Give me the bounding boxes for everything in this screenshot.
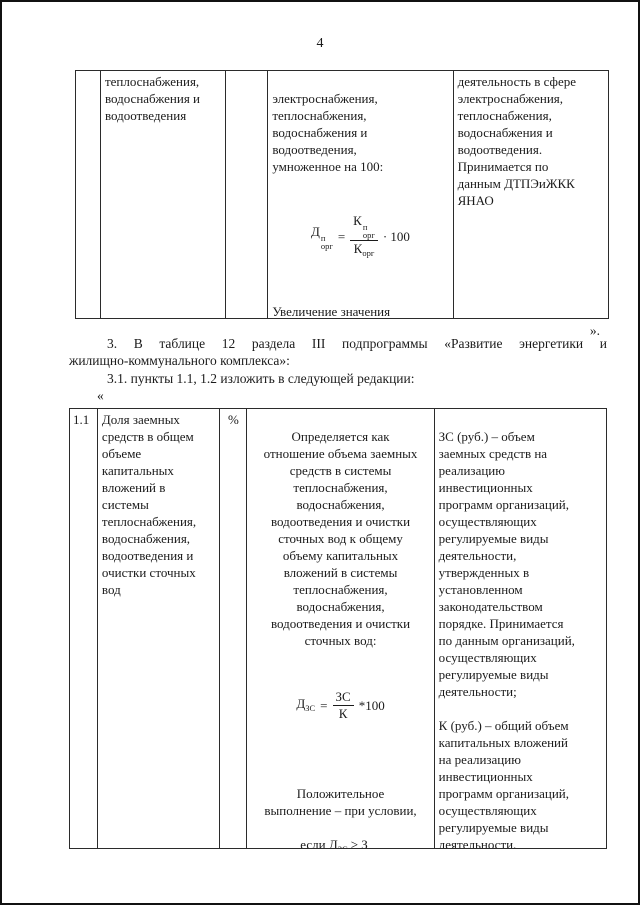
formula-lhs-sup: п <box>320 232 326 243</box>
row-number-cell: 1.1 <box>70 409 98 848</box>
page-number: 4 <box>316 36 324 51</box>
condition-sub-zs: ЗС <box>338 844 348 848</box>
equals-sign: = <box>337 229 346 244</box>
top-table-name-cell: теплоснабжения, водоснабжения и водоотве… <box>101 71 227 318</box>
condition-prefix: если Д <box>300 837 338 848</box>
fraction-denominator: К <box>338 706 348 721</box>
condition-sub-pok: пок <box>368 844 381 848</box>
paragraph-3-1-text: 3.1. пункты 1.1, 1.2 изложить в следующе… <box>107 371 415 386</box>
top-table-source-cell: деятельность в сфере электроснабжения, т… <box>457 74 577 208</box>
positive-condition-block: Положительное выполнение – при условии, … <box>251 768 429 848</box>
unit-cell: % <box>220 409 248 848</box>
variables-description-cell: ЗС (руб.) – объем заемных средств на реа… <box>435 409 606 848</box>
equals-sign: = <box>320 697 328 713</box>
multiplier-text: · 100 <box>382 229 410 244</box>
definition-text: Определяется как отношение объема заемны… <box>263 429 418 648</box>
paragraph-3-line1: 3. В таблице 12 раздела III подпрограммы… <box>107 336 607 351</box>
numerator-sub: орг <box>362 230 375 240</box>
indicator-name-cell: Доля заемных средств в общем объеме капи… <box>98 409 221 848</box>
top-table-number-cell <box>76 71 101 318</box>
top-table-definition-cell: электроснабжения, теплоснабжения, водосн… <box>268 71 454 318</box>
numerator-base: К <box>353 213 362 228</box>
formula-lhs-base: Д <box>310 223 320 239</box>
formula-lhs-sub: ЗС <box>305 702 316 713</box>
condition-geq: ≥ З <box>347 837 368 848</box>
formula-fraction: ЗС К <box>332 690 354 721</box>
definition-intro-text: электроснабжения, теплоснабжения, водосн… <box>272 91 384 174</box>
condition-inequality-line: если ДЗС ≥ Зпок <box>251 836 429 848</box>
numerator-sup: п <box>362 222 368 232</box>
opening-quote-mark: « <box>97 388 104 403</box>
paragraph-3-line2: жилищно-коммунального комплекса»: <box>69 352 290 368</box>
fraction-denominator: Корг <box>354 241 375 260</box>
dynamics-note-text: Увеличение значения является положительн… <box>272 304 391 318</box>
top-table-unit-cell <box>226 71 269 318</box>
dzs-formula: ДЗС = ЗС К *100 <box>251 690 429 721</box>
paragraph-3: 3. В таблице 12 раздела III подпрограммы… <box>69 336 607 369</box>
k-variable-description: К (руб.) – общий объем капитальных вложе… <box>438 718 569 848</box>
formula-lhs-base: Д <box>296 695 306 711</box>
formula-lhs: ДЗС <box>296 695 316 715</box>
indicator-definition-cell: Определяется как отношение объема заемны… <box>247 409 435 848</box>
formula-lhs-sub: орг <box>320 240 333 251</box>
zs-variable-description: ЗС (руб.) – объем заемных средств на реа… <box>438 429 575 699</box>
paragraph-3-1: 3.1. пункты 1.1, 1.2 изложить в следующе… <box>69 371 607 387</box>
denominator-sub: орг <box>362 248 375 258</box>
indicator-table-continued: теплоснабжения, водоснабжения и водоотве… <box>75 70 609 319</box>
indicator-table-12: 1.1 Доля заемных средств в общем объеме … <box>69 408 607 849</box>
closing-quote-mark: ». <box>589 323 600 338</box>
condition-intro-text: Положительное выполнение – при условии, <box>264 786 417 818</box>
fraction-numerator: ЗС <box>332 690 354 706</box>
multiplier-text: *100 <box>358 697 385 713</box>
denominator-base: К <box>353 241 363 256</box>
